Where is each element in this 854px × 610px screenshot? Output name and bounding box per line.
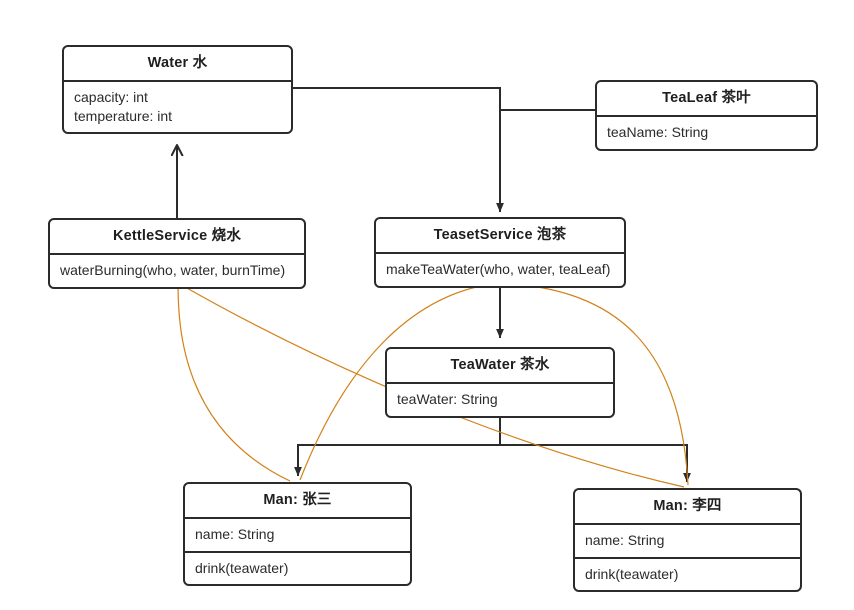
operation-row: waterBurning(who, water, burnTime) <box>60 262 286 279</box>
class-operations-teaset-service: makeTeaWater(who, water, teaLeaf) <box>376 254 624 285</box>
class-box-water[interactable]: Water 水 capacity: int temperature: int <box>62 45 293 135</box>
class-title-man-lisi: Man: 李四 <box>575 490 800 526</box>
attribute-row: teaName: String <box>607 124 709 141</box>
attribute-row: name: String <box>195 526 275 543</box>
class-operations-man-lisi: drink(teawater) <box>575 556 800 590</box>
class-title-kettle-service: KettleService 烧水 <box>50 220 304 256</box>
class-box-tealeaf[interactable]: TeaLeaf 茶叶 teaName: String <box>595 80 818 151</box>
class-attributes-teawater: teaWater: String <box>387 384 613 415</box>
attribute-row: name: String <box>585 532 665 549</box>
operation-row: drink(teawater) <box>195 559 289 576</box>
class-attributes-man-zhangsan: name: String <box>185 519 410 550</box>
class-box-kettle-service[interactable]: KettleService 烧水 waterBurning(who, water… <box>48 218 306 289</box>
class-title-teawater: TeaWater 茶水 <box>387 349 613 385</box>
curve-kettle-to-zhangsan <box>177 282 291 482</box>
class-box-man-lisi[interactable]: Man: 李四 name: String drink(teawater) <box>573 488 802 593</box>
class-box-teawater[interactable]: TeaWater 茶水 teaWater: String <box>385 347 615 418</box>
class-operations-kettle-service: waterBurning(who, water, burnTime) <box>50 255 304 286</box>
edge-water-to-teaset <box>293 87 504 213</box>
operation-row: makeTeaWater(who, water, teaLeaf) <box>386 261 611 278</box>
class-box-man-zhangsan[interactable]: Man: 张三 name: String drink(teawater) <box>183 482 412 587</box>
class-box-teaset-service[interactable]: TeasetService 泡茶 makeTeaWater(who, water… <box>374 217 626 288</box>
attribute-row: temperature: int <box>74 107 173 124</box>
class-title-man-zhangsan: Man: 张三 <box>185 484 410 520</box>
class-operations-man-zhangsan: drink(teawater) <box>185 550 410 584</box>
class-title-water: Water 水 <box>64 47 291 83</box>
attribute-row: capacity: int <box>74 89 148 106</box>
class-title-tealeaf: TeaLeaf 茶叶 <box>597 82 816 118</box>
class-title-teaset-service: TeasetService 泡茶 <box>376 219 624 255</box>
class-attributes-tealeaf: teaName: String <box>597 117 816 148</box>
attribute-row: teaWater: String <box>397 391 498 408</box>
operation-row: drink(teawater) <box>585 565 679 582</box>
class-attributes-water: capacity: int temperature: int <box>64 82 291 132</box>
class-attributes-man-lisi: name: String <box>575 525 800 556</box>
